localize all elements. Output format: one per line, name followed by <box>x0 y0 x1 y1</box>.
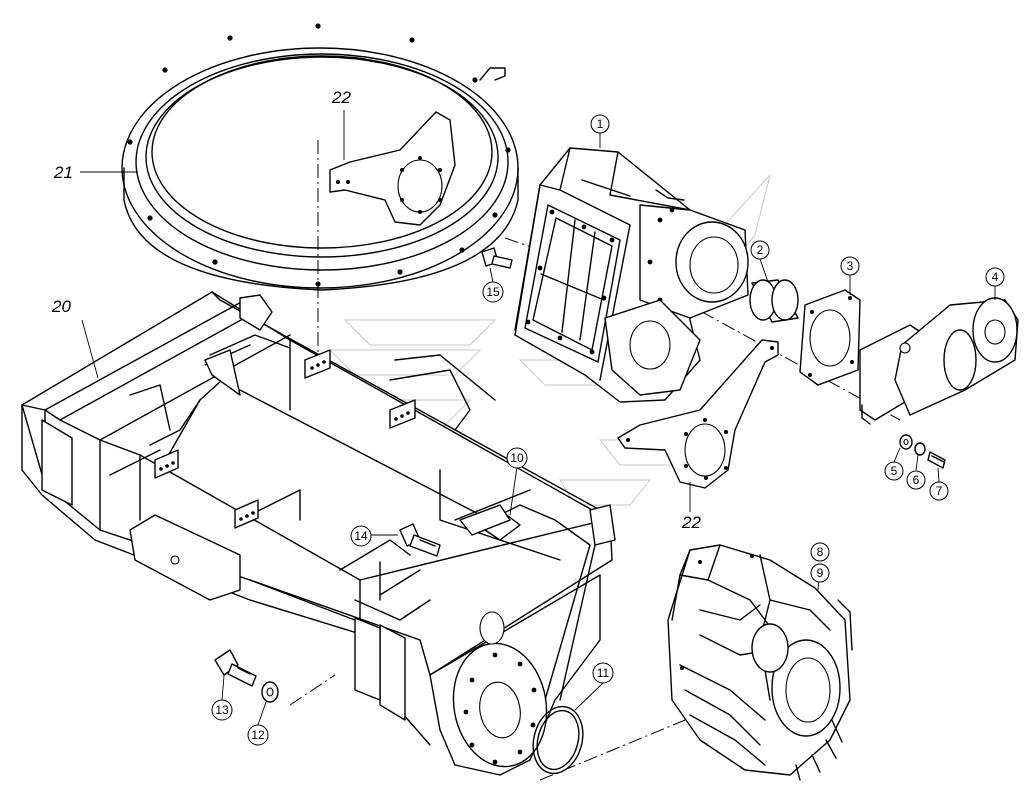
svg-text:8: 8 <box>817 545 824 559</box>
o-ring-part-11 <box>532 705 584 775</box>
bolt-part-15 <box>481 247 513 269</box>
bracket-part-22-upper <box>329 111 456 226</box>
ring-bolt-holes <box>127 23 511 287</box>
callout-8: 8 <box>810 542 830 562</box>
callout-4: 4 <box>985 267 1005 287</box>
bolt-part-13 <box>214 649 257 687</box>
gearbox-part-1 <box>514 147 749 403</box>
svg-text:10: 10 <box>510 451 524 465</box>
callout-3: 3 <box>840 256 860 276</box>
callout-15: 15 <box>482 281 504 303</box>
label-20: 20 <box>51 297 71 316</box>
callout-9: 9 <box>810 563 830 583</box>
callout-2: 2 <box>750 240 770 260</box>
svg-text:3: 3 <box>847 259 854 273</box>
motor-part-4 <box>859 297 1019 425</box>
ring-flange-part-21 <box>121 23 519 291</box>
svg-text:13: 13 <box>215 703 229 717</box>
svg-text:4: 4 <box>992 270 999 284</box>
callout-6: 6 <box>906 470 926 490</box>
callout-14: 14 <box>350 525 372 547</box>
centre-axis-motor <box>679 299 901 421</box>
svg-text:2: 2 <box>757 243 764 257</box>
bolt-part-7 <box>927 451 946 469</box>
washer-part-5 <box>899 434 913 450</box>
callout-11: 11 <box>592 662 614 684</box>
label-22-upper: 22 <box>331 88 351 107</box>
bracket-part-22-lower <box>617 339 779 489</box>
gasket-part-3 <box>799 289 861 386</box>
svg-text:14: 14 <box>354 529 368 543</box>
callout-1: 1 <box>590 114 610 134</box>
lock-washer-part-6 <box>914 442 926 456</box>
svg-text:15: 15 <box>486 285 500 299</box>
svg-text:5: 5 <box>891 464 898 478</box>
callout-5: 5 <box>884 461 904 481</box>
callout-10: 10 <box>506 447 528 469</box>
callout-13: 13 <box>211 699 233 721</box>
svg-text:9: 9 <box>817 566 824 580</box>
svg-text:7: 7 <box>936 484 943 498</box>
washer-part-12 <box>261 681 279 703</box>
callout-7: 7 <box>929 481 949 501</box>
hub-housing-parts-8-9 <box>667 544 853 781</box>
svg-text:1: 1 <box>597 117 604 131</box>
bracket-part-10 <box>459 504 511 536</box>
centre-axis-lower <box>289 674 336 706</box>
main-frame-part-20 <box>21 291 616 776</box>
label-21: 21 <box>53 163 73 182</box>
bushing-part-2 <box>749 279 799 323</box>
svg-text:11: 11 <box>597 666 610 680</box>
bolt-part-14 <box>399 523 441 557</box>
callout-12: 12 <box>247 724 269 746</box>
svg-text:6: 6 <box>913 473 920 487</box>
leader-lines <box>80 110 996 726</box>
label-22-lower: 22 <box>681 513 701 532</box>
svg-text:12: 12 <box>251 728 265 742</box>
